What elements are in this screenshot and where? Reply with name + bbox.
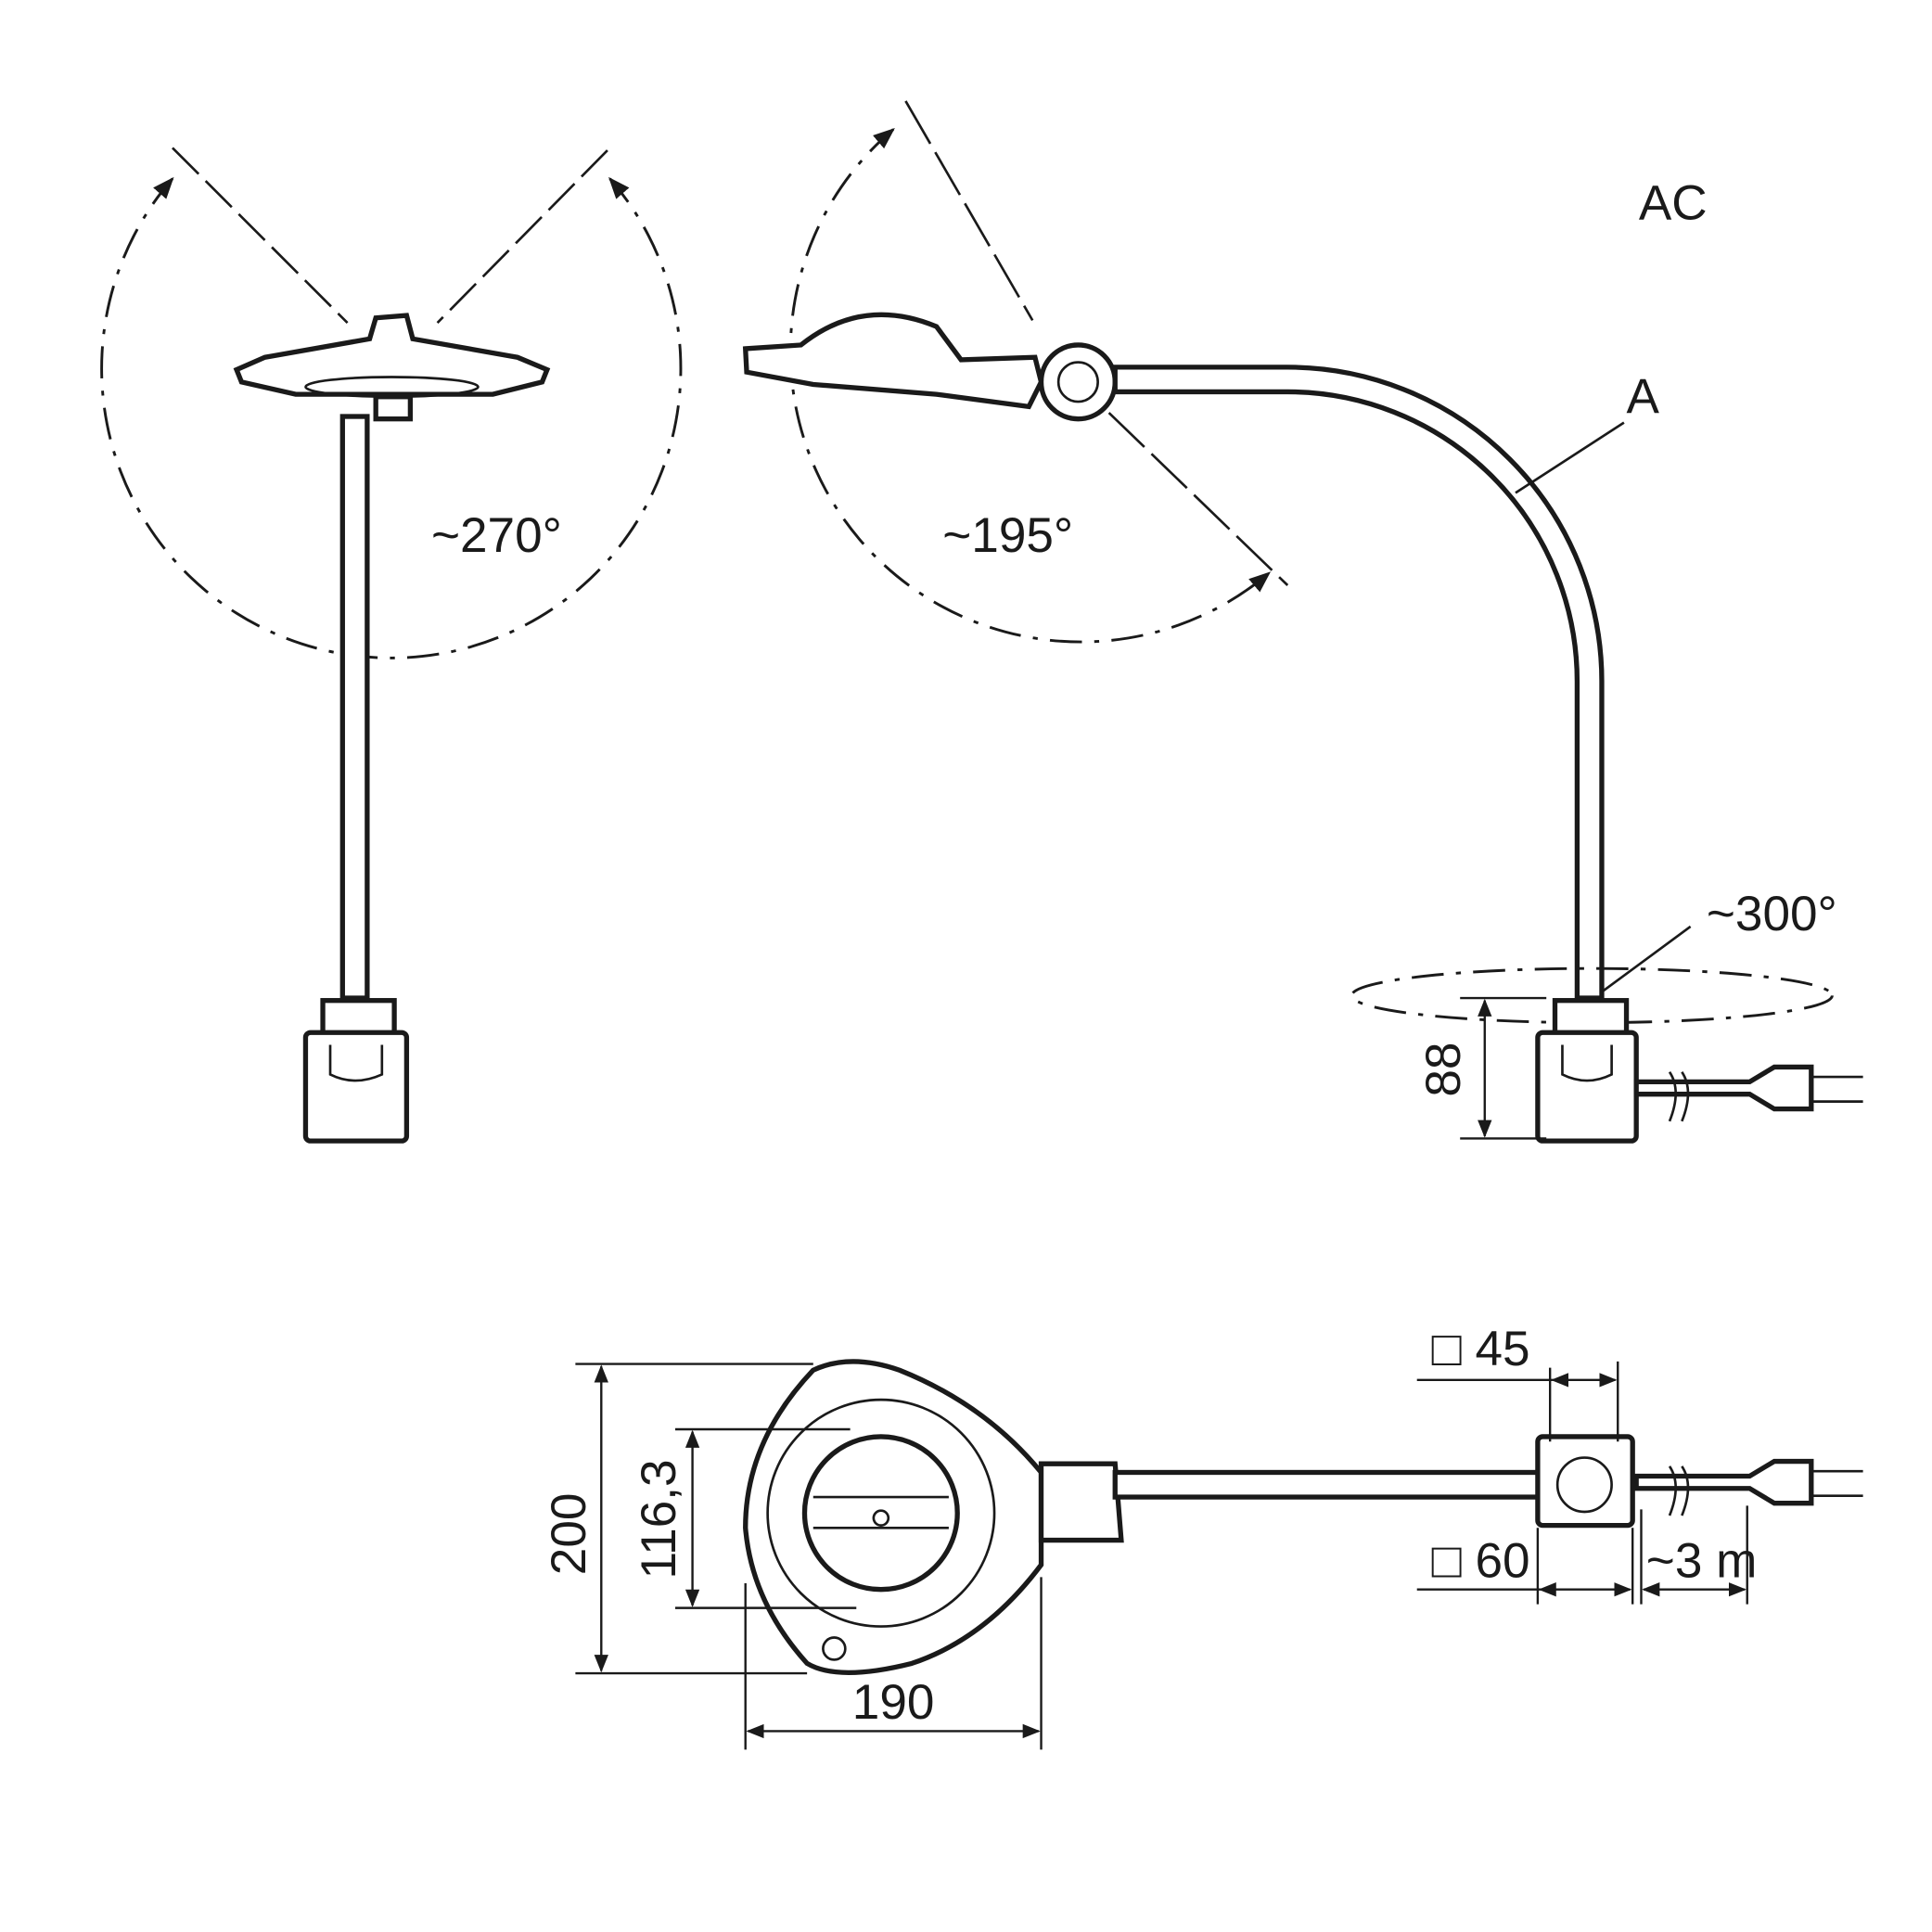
top-base-box [1535,1434,1635,1529]
curved-arm [1112,365,1605,1001]
arm-label: A [1627,369,1660,424]
pole [339,414,370,1001]
top-view-lamp [575,1359,1863,1750]
lamp-head-front [233,313,551,397]
dim-base-height: 88 [1416,1043,1471,1097]
rotation-label: ~300° [1707,887,1837,941]
dim-cable-length: ~3 m [1646,1533,1758,1588]
dim-arm-square: □ 45 [1432,1322,1530,1376]
side-base-box [1535,1030,1639,1144]
side-view-lamp [742,100,1863,1144]
dim-head-depth: 190 [852,1675,935,1730]
tilt-label-270: ~270° [431,508,562,563]
dim-lens-width: 116,3 [632,1459,686,1579]
tilt-arc-195 [788,127,1272,644]
tilt-label-195: ~195° [942,508,1073,563]
tilt-arc-270 [100,176,683,659]
arm-top [1112,1469,1543,1500]
power-plug [1633,1064,1814,1112]
joint [1038,342,1118,422]
base-box [302,1030,410,1144]
front-view-lamp [100,147,683,1144]
dim-base-square: □ 60 [1432,1533,1530,1588]
power-plug-top [1633,1458,1814,1506]
rotation-ellipse [1350,966,1834,1025]
lamp-head-side [742,312,1044,410]
dim-head-width: 200 [542,1493,596,1576]
variant-label: AC [1639,175,1708,230]
